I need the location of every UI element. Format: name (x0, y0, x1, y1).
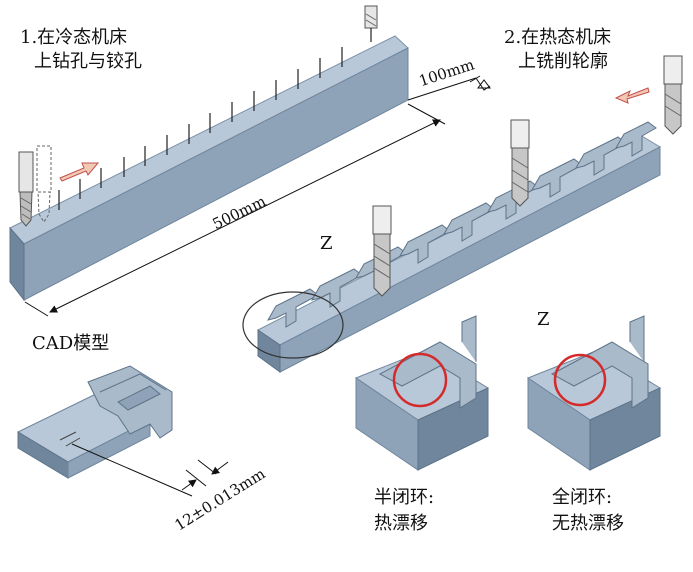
semi-closed-title: 半闭环: (374, 487, 435, 508)
dimension-500 (24, 103, 446, 317)
full-closed-title: 全闭环: (552, 487, 613, 508)
drill-tool-end-icon (364, 5, 378, 42)
detail-block-full-closed (526, 315, 662, 471)
tolerance-dimension (71, 443, 229, 497)
semi-closed-desc: 热漂移 (374, 513, 428, 534)
drill-tool-icon (18, 145, 52, 227)
step2-line2: 上铣削轮廓 (518, 51, 608, 72)
full-closed-desc: 无热漂移 (552, 513, 624, 534)
end-mill-tool-middle-icon (510, 119, 530, 207)
highlight-ring-semi (392, 352, 448, 408)
end-mill-tool-icon (372, 205, 392, 297)
step1-line2: 上钻孔与铰孔 (34, 51, 142, 72)
cad-model-label: CAD模型 (32, 333, 110, 354)
detail-callout-ellipse (242, 291, 344, 359)
dimension-100 (407, 75, 491, 101)
workpiece-bar-left (9, 35, 409, 302)
detail-block-semi-closed (354, 315, 490, 471)
feed-arrow-right (614, 87, 650, 104)
step2-line1: 2.在热态机床 (504, 27, 612, 48)
end-mill-tool-end-icon (663, 55, 683, 135)
feed-arrow-left (59, 162, 100, 182)
step1-line1: 1.在冷态机床 (20, 27, 128, 48)
cad-model-part (16, 365, 173, 479)
axis-z-right: Z (537, 309, 550, 330)
axis-z-left: Z (320, 233, 333, 254)
highlight-ring-full (553, 353, 607, 407)
